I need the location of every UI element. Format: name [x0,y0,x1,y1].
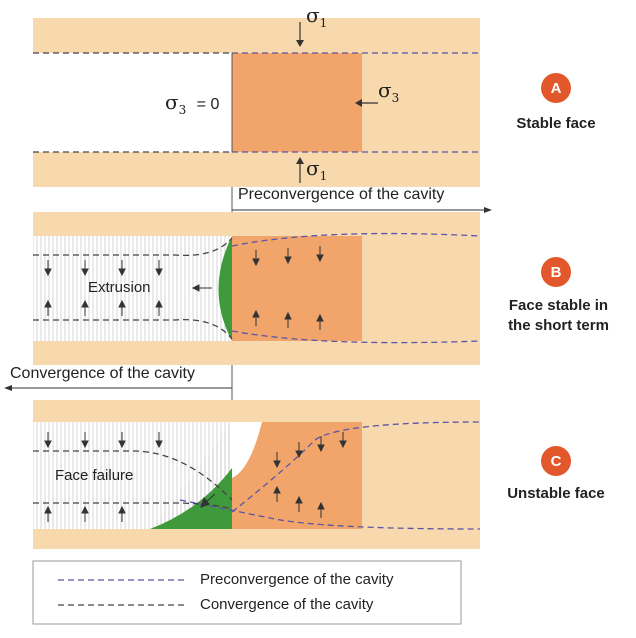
failure-wedge [232,422,262,478]
extrusion-bulge [218,236,232,341]
convergence-line [33,318,233,340]
arrowhead [355,99,362,107]
cavity-arrows [44,432,216,522]
core-arrows [273,432,347,518]
preconvergence-annotation: Preconvergence of the cavity [238,186,445,203]
sigma1-bottom-label: σ1 [306,156,328,183]
core-arrows [252,246,324,330]
tunnel-cavity [33,53,232,152]
preconvergence-line [231,232,481,247]
ground-band [33,341,480,365]
sigma3-right-label: σ3 [378,78,400,105]
case-label-b: Face stable in the short term [508,297,609,334]
ground-band [33,152,480,187]
cavity-arrows [44,260,212,316]
legend [32,560,462,625]
sigma1-top-label: σ1 [306,3,328,30]
convergence-annotation: Convergence of the cavity [10,365,195,382]
ground-ahead [362,53,480,152]
ground-band [33,212,480,236]
arrowhead [296,40,304,47]
preconvergence-line [231,330,481,344]
legend-convergence-label: Convergence of the cavity [200,596,374,613]
face-failure-zone [150,468,232,529]
panel-c [33,400,481,549]
ground-ahead [362,236,480,341]
case-label-a: Stable face [516,115,596,132]
panel-a [33,18,480,187]
ground-band [33,18,480,53]
sigma3-zero-label: σ3 = 0 [165,90,220,117]
face-failure-label: Face failure [55,467,134,484]
convergence-line [33,450,233,501]
arrowhead [484,207,492,213]
arrowhead [4,385,12,391]
extrusion-label: Extrusion [88,279,151,296]
core-zone [232,236,362,341]
panel-b [33,212,481,365]
case-label-c: Unstable face [507,485,605,502]
case-badge-b: B [541,257,571,287]
core-zone [232,53,362,152]
case-badge-a: A [541,73,571,103]
ground-band [33,400,480,422]
ground-ahead [362,422,480,529]
legend-preconvergence-label: Preconvergence of the cavity [200,571,394,588]
legend-box [32,560,462,625]
ground-band [33,529,480,549]
case-badge-c: C [541,446,571,476]
preconvergence-line [179,499,481,530]
preconvergence-line [231,421,481,513]
arrowhead [296,157,304,164]
convergence-line [33,237,233,257]
